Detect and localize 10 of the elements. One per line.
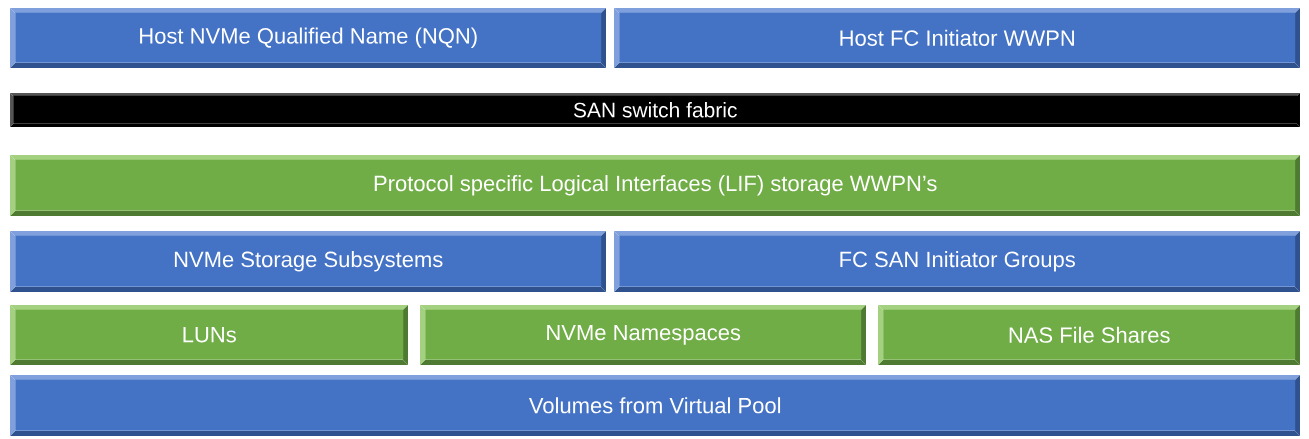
layer-box: LUNs xyxy=(10,305,408,365)
layer-box: Volumes from Virtual Pool xyxy=(10,375,1300,436)
layer-box: Host NVMe Qualified Name (NQN) xyxy=(10,8,606,68)
layer-box: Protocol specific Logical Interfaces (LIF) storage WWPN’s xyxy=(10,155,1300,216)
layer-box: NVMe Namespaces xyxy=(420,305,866,365)
layer-box: NVMe Storage Subsystems xyxy=(10,231,606,292)
layer-box: FC SAN Initiator Groups xyxy=(614,231,1300,292)
layer-box: Host FC Initiator WWPN xyxy=(614,8,1300,68)
fabric-bar: SAN switch fabric xyxy=(10,93,1300,127)
layer-box: NAS File Shares xyxy=(878,305,1300,365)
